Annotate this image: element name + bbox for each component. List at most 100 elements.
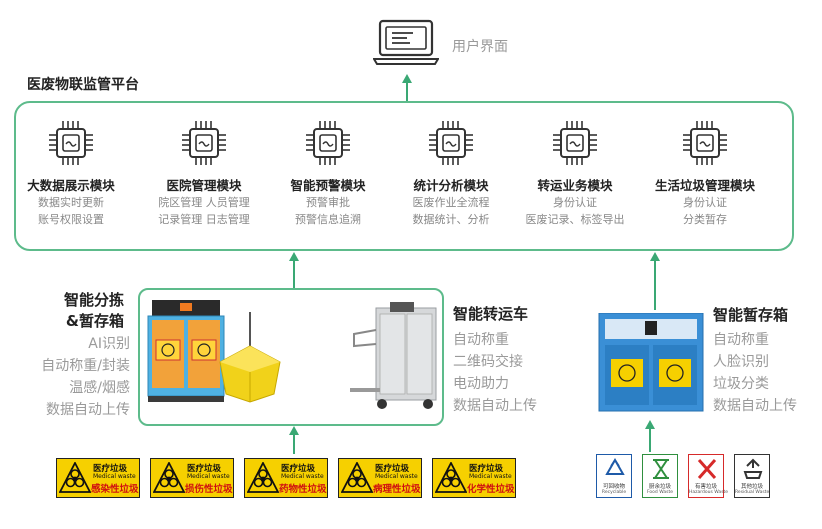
waste-label-english: Medical waste bbox=[93, 473, 136, 480]
feature-item: 数据自动上传 bbox=[453, 398, 537, 414]
chip-icon bbox=[679, 117, 731, 169]
module-feature: 预警审批 bbox=[306, 196, 350, 209]
waste-label-header: 医疗垃圾 bbox=[375, 464, 410, 474]
module-card: 转运业务模块身份认证医废记录、标签导出 bbox=[510, 117, 640, 228]
module-feature: 记录管理 日志管理 bbox=[158, 213, 250, 226]
module-card: 智能预警模块预警审批预警信息追溯 bbox=[263, 117, 393, 228]
arrow-up-icon bbox=[289, 252, 299, 261]
waste-label-header: 医疗垃圾 bbox=[281, 464, 316, 474]
connector-line bbox=[649, 426, 651, 452]
arrow-up-icon bbox=[289, 426, 299, 435]
connector-line bbox=[654, 258, 656, 310]
recycle-icon bbox=[603, 457, 627, 484]
module-feature: 预警信息追溯 bbox=[295, 213, 361, 226]
module-name: 转运业务模块 bbox=[537, 178, 613, 193]
sorting-box-title-line1: 智能分拣 bbox=[63, 291, 124, 309]
platform-title: 医废物联监管平台 bbox=[27, 77, 139, 93]
chip-icon bbox=[45, 117, 97, 169]
module-feature: 院区管理 人员管理 bbox=[158, 196, 250, 209]
chip-icon bbox=[425, 117, 477, 169]
sorting-box-features: AI识别自动称重/封装温感/烟感数据自动上传 bbox=[41, 333, 130, 421]
devices-bracket bbox=[138, 288, 444, 426]
storage-box-features: 自动称重人脸识别垃圾分类数据自动上传 bbox=[713, 329, 797, 417]
module-row: 大数据展示模块数据实时更新账号权限设置 医院管理模块院区管理 人员管理记录管理 日… bbox=[14, 117, 794, 247]
sort-category-en: Food Waste bbox=[646, 490, 674, 495]
sort-category-en: Residual Waste bbox=[735, 490, 770, 495]
module-name: 智能预警模块 bbox=[290, 178, 366, 193]
connector-line bbox=[293, 432, 295, 454]
feature-item: 自动称重 bbox=[713, 332, 769, 348]
feature-item: 人脸识别 bbox=[713, 354, 769, 370]
module-name: 医院管理模块 bbox=[166, 178, 242, 193]
module-feature: 分类暂存 bbox=[683, 213, 727, 226]
waste-label-name: 病理性垃圾 bbox=[373, 484, 421, 495]
waste-label-header: 医疗垃圾 bbox=[93, 464, 128, 474]
chip-icon bbox=[178, 117, 230, 169]
other-waste-icon bbox=[741, 458, 765, 484]
biohazard-icon bbox=[58, 461, 92, 494]
storage-box-title: 智能暂存箱 bbox=[713, 306, 789, 324]
feature-item: 电动助力 bbox=[453, 376, 509, 392]
transfer-cart-title: 智能转运车 bbox=[453, 305, 529, 323]
biohazard-icon bbox=[434, 461, 468, 494]
module-card: 医院管理模块院区管理 人员管理记录管理 日志管理 bbox=[139, 117, 269, 228]
platform-frame bbox=[14, 101, 794, 251]
waste-label-name: 药物性垃圾 bbox=[279, 484, 327, 495]
feature-item: 温感/烟感 bbox=[69, 380, 130, 396]
waste-label-english: Medical waste bbox=[281, 473, 324, 480]
sort-category-en: Recyclable bbox=[601, 490, 627, 495]
biohazard-icon bbox=[340, 461, 374, 494]
feature-item: 垃圾分类 bbox=[713, 376, 769, 392]
sort-category-cn: 其他垃圾 bbox=[740, 484, 763, 490]
arrow-up-icon bbox=[402, 74, 412, 83]
module-name: 大数据展示模块 bbox=[27, 178, 115, 193]
feature-item: 数据自动上传 bbox=[713, 398, 797, 414]
feature-item: AI识别 bbox=[88, 336, 130, 352]
module-card: 统计分析模块医废作业全流程数据统计、分析 bbox=[386, 117, 516, 228]
sort-category-cn: 厨余垃圾 bbox=[648, 484, 671, 490]
waste-label-english: Medical waste bbox=[187, 473, 230, 480]
feature-item: 自动称重 bbox=[453, 332, 509, 348]
waste-label-english: Medical waste bbox=[469, 473, 512, 480]
hourglass-icon bbox=[649, 458, 673, 484]
feature-item: 二维码交接 bbox=[453, 354, 523, 370]
waste-label-header: 医疗垃圾 bbox=[469, 464, 504, 474]
waste-label-name: 化学性垃圾 bbox=[467, 484, 515, 495]
biohazard-icon bbox=[246, 461, 280, 494]
sort-category-en: Hazardous Waste bbox=[689, 490, 729, 495]
waste-label-header: 医疗垃圾 bbox=[187, 464, 222, 474]
hazard-x-icon bbox=[695, 458, 719, 484]
feature-item: 自动称重/封装 bbox=[41, 358, 130, 374]
arrow-up-icon bbox=[645, 420, 655, 429]
module-feature: 身份认证 bbox=[683, 196, 727, 209]
connector-line bbox=[406, 80, 408, 101]
module-feature: 医废作业全流程 bbox=[412, 196, 490, 209]
waste-label-name: 感染性垃圾 bbox=[91, 484, 139, 495]
module-name: 统计分析模块 bbox=[413, 178, 489, 193]
transfer-cart-image bbox=[346, 300, 442, 412]
connector-line bbox=[293, 258, 295, 288]
sort-category-cn: 可回收物 bbox=[602, 484, 625, 490]
feature-item: 数据自动上传 bbox=[46, 402, 130, 418]
module-card: 生活垃圾管理模块身份认证分类暂存 bbox=[640, 117, 770, 228]
user-interface-label: 用户界面 bbox=[452, 39, 508, 55]
transfer-cart-features: 自动称重二维码交接电动助力数据自动上传 bbox=[453, 329, 537, 417]
sorting-box-title-line2: &暂存箱 bbox=[65, 312, 124, 330]
waste-label-name: 损伤性垃圾 bbox=[185, 484, 233, 495]
laptop-icon bbox=[372, 19, 440, 67]
module-card: 大数据展示模块数据实时更新账号权限设置 bbox=[6, 117, 136, 228]
module-name: 生活垃圾管理模块 bbox=[654, 178, 755, 193]
arrow-up-icon bbox=[650, 252, 660, 261]
waste-label-english: Medical waste bbox=[375, 473, 418, 480]
sorting-cabinet-image bbox=[146, 300, 226, 404]
module-feature: 数据实时更新 bbox=[38, 196, 104, 209]
module-feature: 账号权限设置 bbox=[38, 213, 104, 226]
